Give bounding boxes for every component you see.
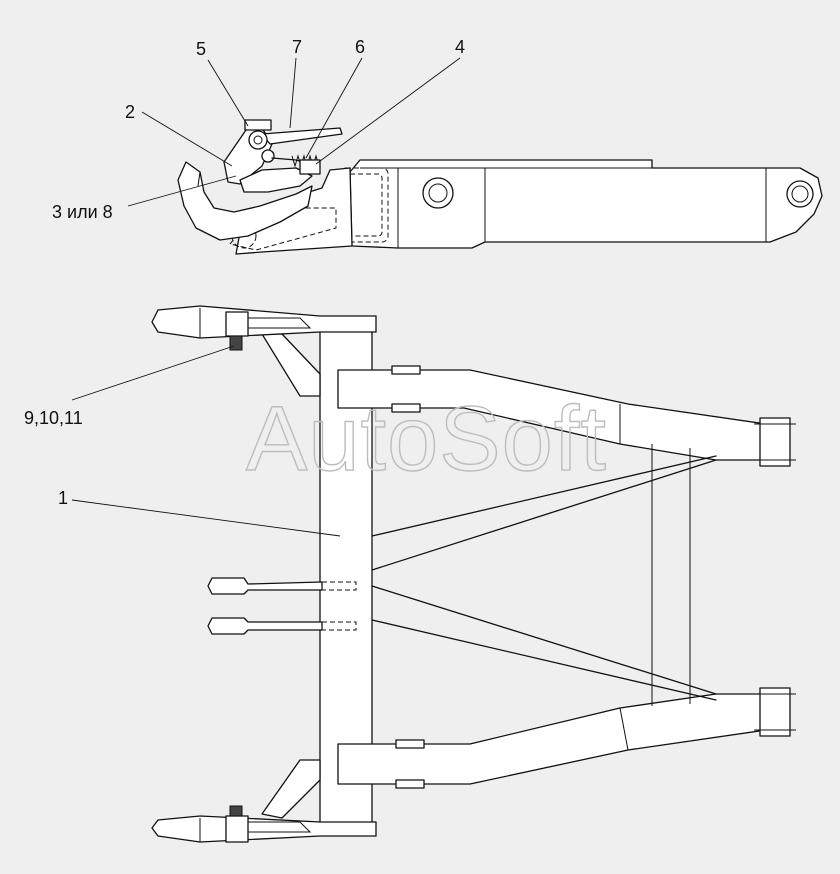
latch-jaw [239, 167, 313, 193]
lower-arm-clamp-bottom [395, 779, 425, 789]
callout-9-10-11: 9,10,11 [24, 408, 83, 428]
leader-9-10-11 [71, 345, 235, 401]
leader-3or8 [127, 175, 237, 207]
upper-pin-bolt [229, 335, 243, 351]
lower-pin-bolt [229, 805, 243, 817]
middle-link-lower [207, 617, 323, 635]
callout-6: 6 [355, 37, 365, 57]
lower-arm-clamp-top [395, 739, 425, 749]
lever-cap [244, 119, 272, 131]
callout-1: 1 [58, 488, 68, 508]
lower-arm-bend [619, 707, 629, 751]
middle-link-lower-hidden [321, 621, 357, 631]
upper-pin-block [225, 311, 249, 337]
upper-arm-clamp-top [391, 365, 421, 375]
callout-5: 5 [196, 39, 206, 59]
upper-arm-clevis [759, 417, 791, 467]
lower-pin-arm [151, 815, 377, 843]
link-pin [261, 149, 275, 163]
lower-gusset [261, 759, 321, 819]
pin-hole-front-inner [428, 183, 448, 203]
brace-upper-b [371, 459, 717, 571]
brace-lower-a [371, 585, 717, 695]
callout-3or8: 3 или 8 [52, 202, 113, 222]
pivot-pin [248, 130, 268, 150]
pin-hole-rear-inner [791, 185, 809, 203]
lower-arm-clevis [759, 687, 791, 737]
lower-side-arm [337, 693, 781, 785]
middle-link-upper-hidden [321, 581, 357, 591]
leader-1 [71, 499, 341, 537]
lower-pin-spring [248, 821, 312, 833]
watermark-text: AutoSoft [246, 388, 607, 490]
brace-upper-a [371, 455, 717, 537]
upper-arm-clamp-bottom [391, 403, 421, 413]
spring-cap [299, 159, 321, 175]
callout-4: 4 [455, 37, 465, 57]
leader-5 [207, 59, 249, 127]
beam-outline [349, 159, 823, 249]
plan-view [151, 305, 796, 843]
pivot-pin-inner [253, 135, 263, 145]
upper-pin-spring [248, 317, 312, 329]
hook-lip [197, 171, 201, 187]
pin-hole-front [422, 177, 454, 209]
hidden-slot [229, 207, 337, 251]
callout-7: 7 [292, 37, 302, 57]
side-view [177, 119, 823, 255]
leader-7 [289, 57, 297, 129]
lower-pin-block [225, 815, 249, 843]
leader-2 [141, 111, 233, 167]
leader-4 [315, 57, 461, 165]
upper-gusset [261, 333, 321, 397]
brace-lower-b [371, 619, 717, 701]
middle-link-upper [207, 577, 323, 595]
callouts: 5 7 6 4 2 3 или 8 9,10,11 1 [24, 37, 465, 508]
hook [177, 161, 313, 241]
upper-pin-arm [151, 305, 377, 339]
leader-6 [305, 57, 363, 159]
leader-lines [71, 57, 461, 537]
pin-hole-rear [786, 180, 814, 208]
lever-handle [261, 127, 343, 145]
callout-2: 2 [125, 102, 135, 122]
